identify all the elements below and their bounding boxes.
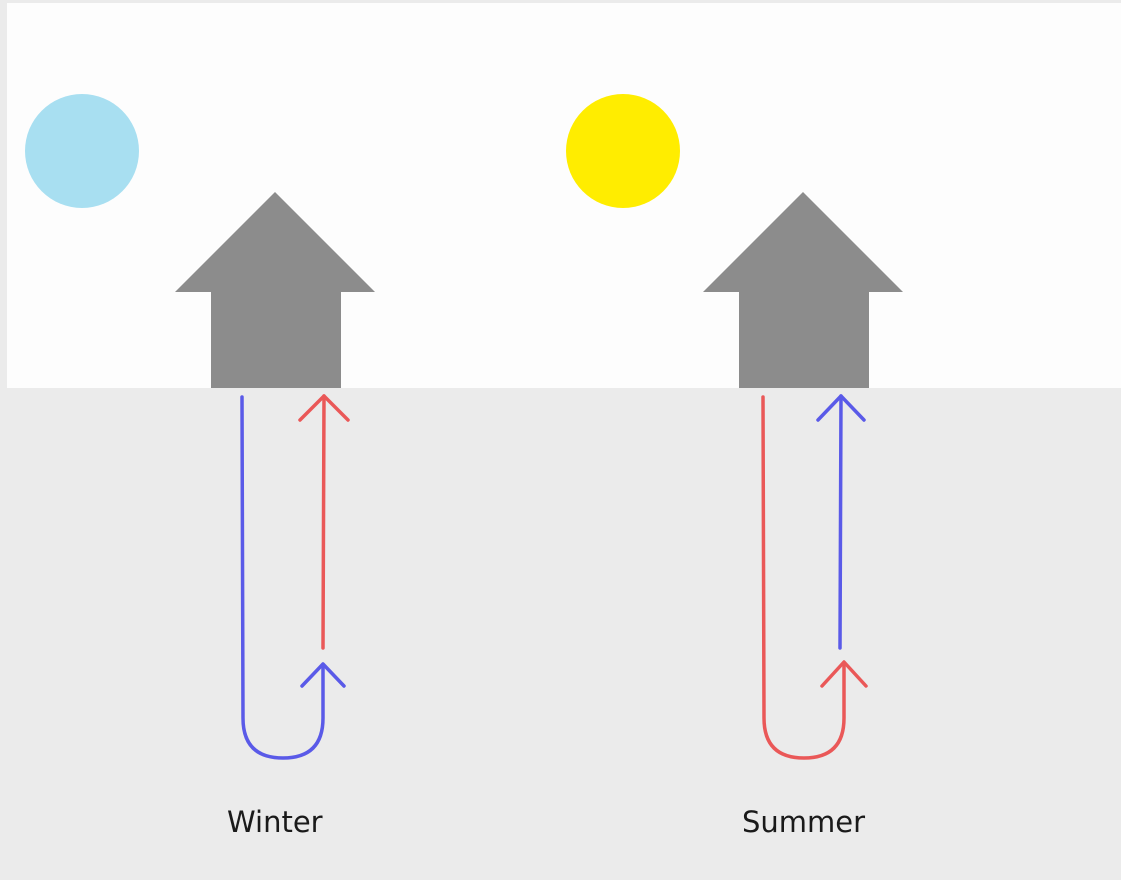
- winter-sun-icon: [25, 94, 139, 208]
- summer-sun-icon: [566, 94, 680, 208]
- sky-area: [7, 3, 1121, 388]
- winter-house-icon: [175, 192, 375, 388]
- summer-ascending-pipe: [838, 394, 843, 650]
- winter-ascending-pipe: [321, 394, 326, 650]
- winter-label: Winter: [227, 805, 323, 839]
- summer-upper-arrowhead-icon: [816, 394, 866, 422]
- winter-panel: [25, 94, 375, 760]
- summer-lower-arrowhead-icon: [820, 660, 868, 688]
- summer-label: Summer: [742, 805, 866, 839]
- summer-house-icon: [703, 192, 903, 388]
- winter-descending-pipe: [240, 395, 325, 760]
- ground-area: [0, 388, 1121, 880]
- winter-lower-arrowhead-icon: [300, 662, 346, 688]
- summer-panel: [566, 94, 903, 760]
- summer-descending-pipe: [761, 395, 846, 760]
- winter-upper-arrowhead-icon: [298, 394, 350, 422]
